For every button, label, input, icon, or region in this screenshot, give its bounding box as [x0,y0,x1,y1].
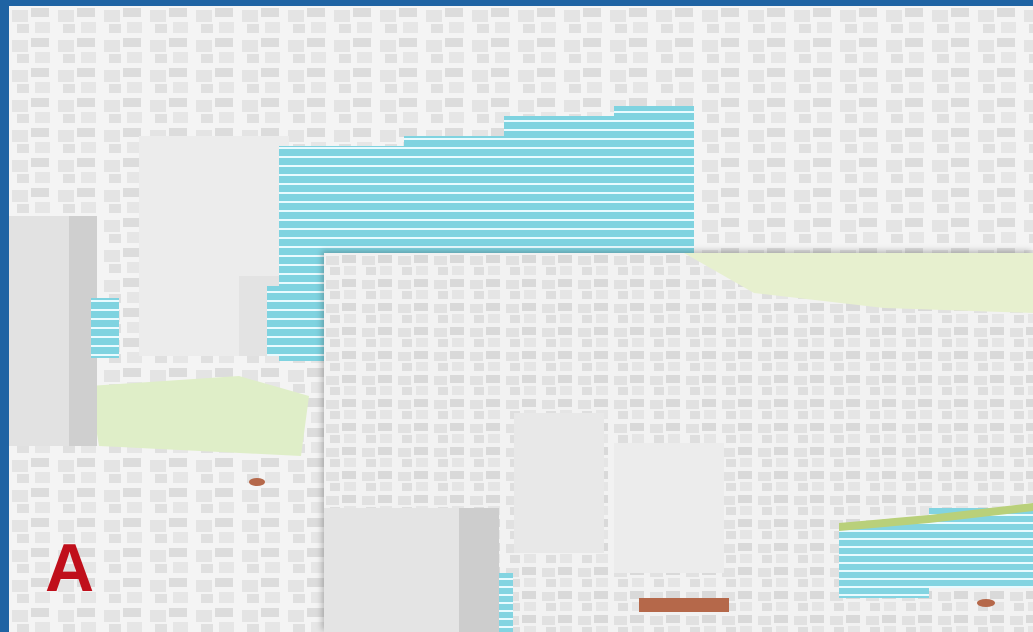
panel-b-render [324,253,1033,632]
panel-a-label: A [45,530,95,606]
panel-b-city-view [324,253,1033,632]
